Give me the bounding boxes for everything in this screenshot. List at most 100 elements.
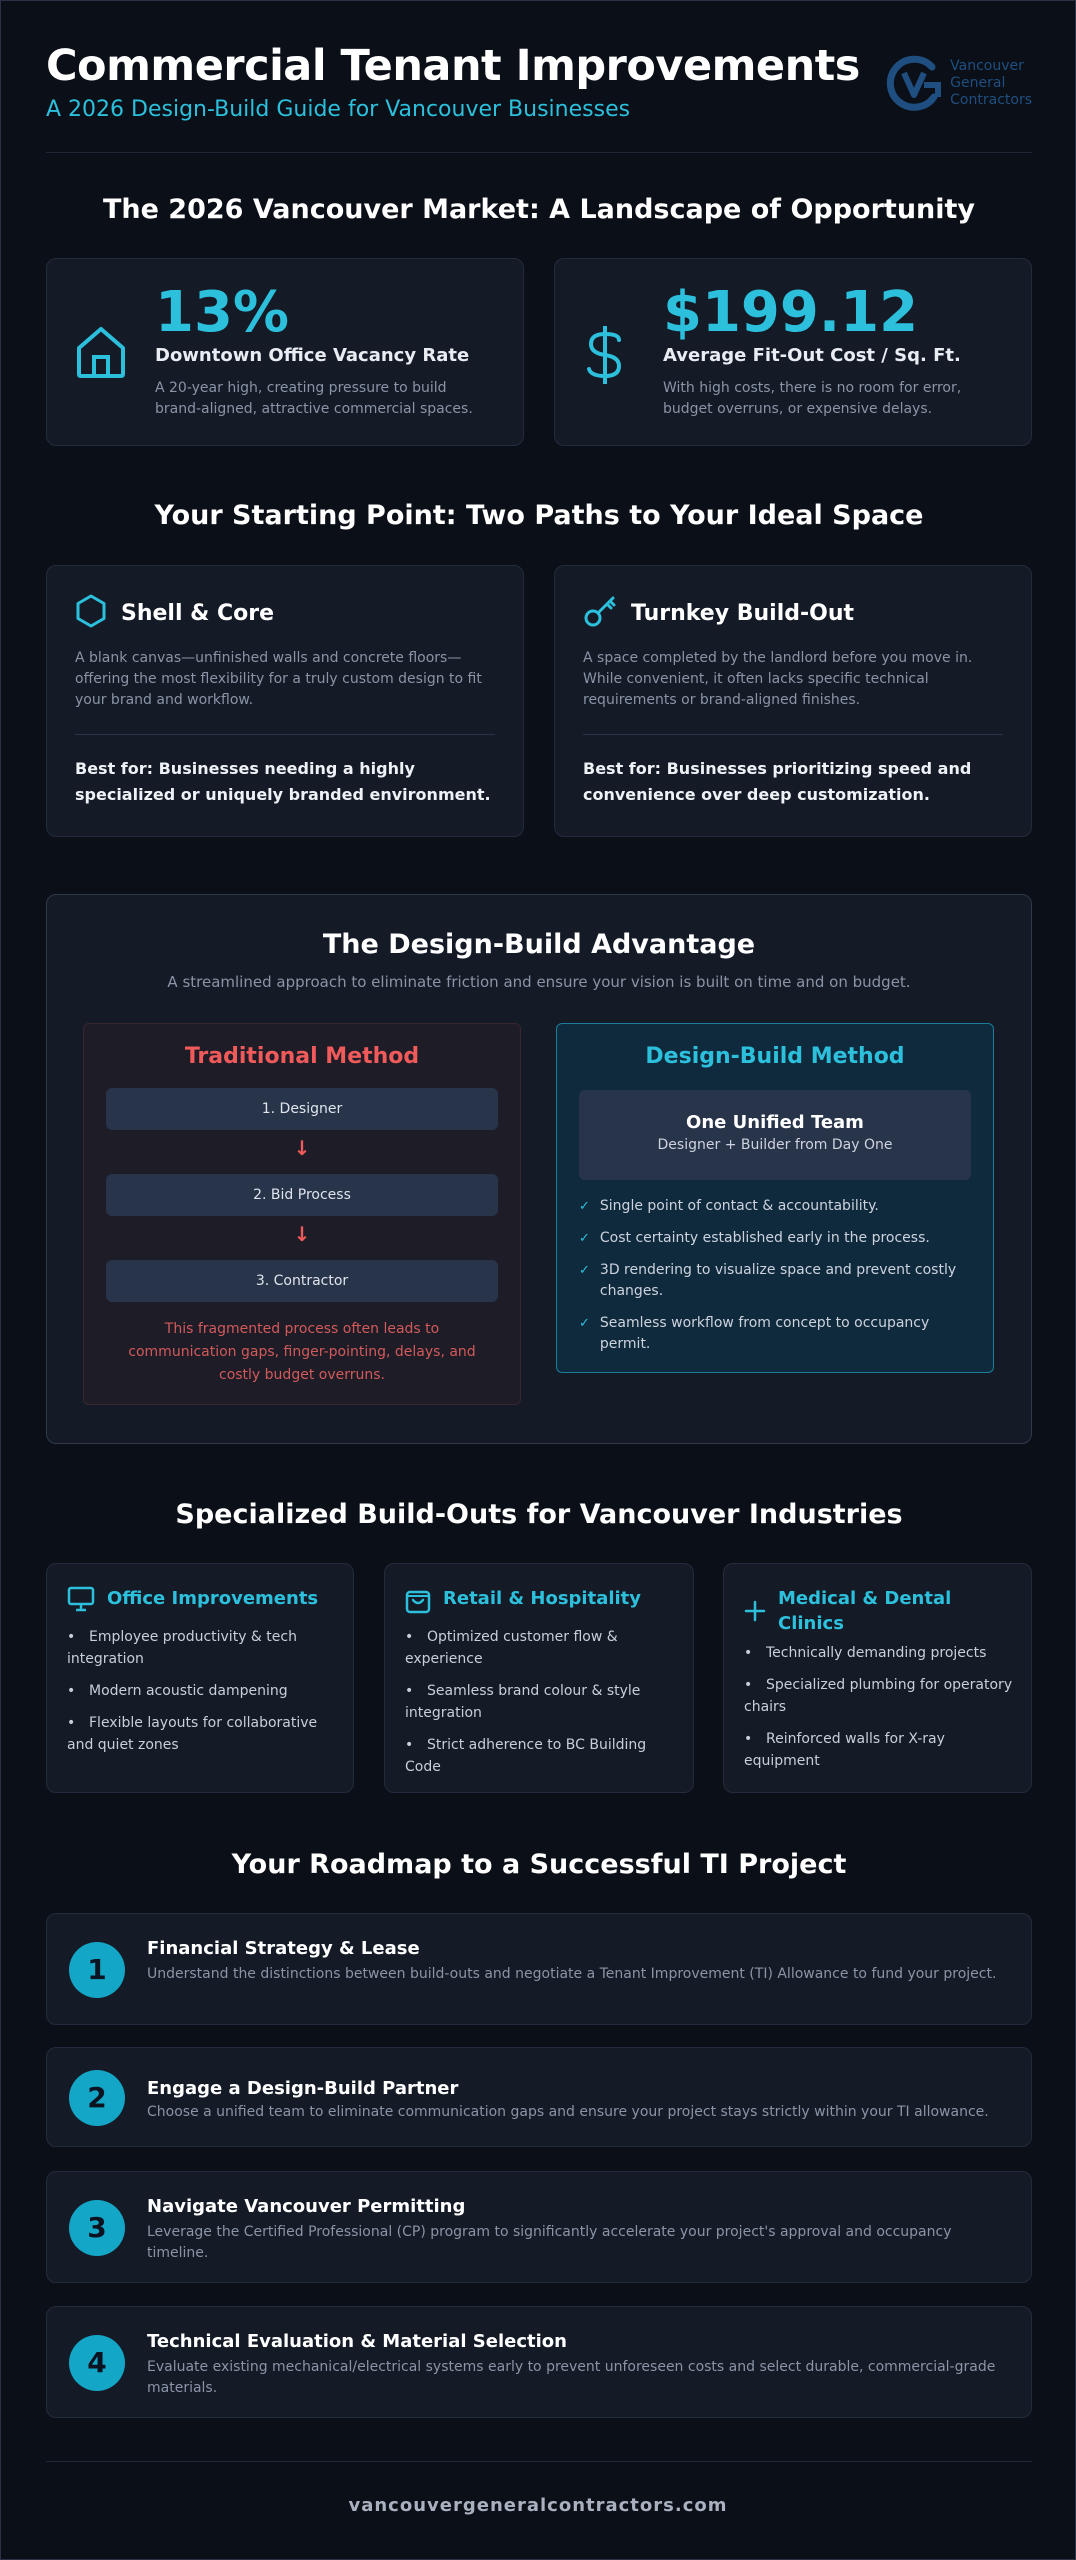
- stat-card-vacancy: 13% Downtown Office Vacancy Rate A 20-ye…: [46, 258, 524, 446]
- design-build-method-box: Design-Build Method One Unified Team Des…: [556, 1023, 994, 1373]
- list-text: Flexible layouts for collaborative and q…: [67, 1715, 318, 1753]
- logo-line-3: Contractors: [950, 91, 1032, 108]
- step-number: 3: [69, 2200, 125, 2256]
- stat-value: $199.12: [663, 280, 919, 345]
- bullet: •: [744, 1677, 753, 1693]
- roadmap-step-3: 3 Navigate Vancouver Permitting Leverage…: [46, 2171, 1032, 2283]
- logo-wordmark: Vancouver General Contractors: [950, 58, 1032, 109]
- list-item: •Employee productivity & tech integratio…: [67, 1626, 335, 1670]
- plus-icon: [744, 1600, 766, 1626]
- check-icon: ✓: [579, 1316, 590, 1331]
- logo-line-2: General: [950, 74, 1006, 91]
- market-section-title: The 2026 Vancouver Market: A Landscape o…: [102, 194, 976, 225]
- key-icon: [583, 594, 617, 632]
- industry-card-retail: Retail & Hospitality •Optimized customer…: [384, 1563, 694, 1793]
- benefit-text: 3D rendering to visualize space and prev…: [599, 1262, 957, 1299]
- footer-url[interactable]: vancouvergeneralcontractors.com: [348, 2495, 728, 2516]
- path-title: Shell & Core: [121, 600, 275, 626]
- roadmap-section-title: Your Roadmap to a Successful TI Project: [231, 1849, 847, 1880]
- list-item: •Optimized customer flow & experience: [405, 1626, 675, 1670]
- list-text: Reinforced walls for X-ray equipment: [744, 1731, 945, 1769]
- bullet: •: [744, 1645, 753, 1661]
- industry-title: Medical & Dental Clinics: [778, 1588, 952, 1634]
- list-item: •Reinforced walls for X-ray equipment: [744, 1728, 1013, 1772]
- industry-title: Retail & Hospitality: [443, 1588, 642, 1609]
- company-logo: Vancouver General Contractors: [884, 53, 1032, 113]
- step-title: Navigate Vancouver Permitting: [147, 2196, 466, 2217]
- logo-line-1: Vancouver: [950, 57, 1024, 74]
- page-title: Commercial Tenant Improvements: [46, 41, 860, 91]
- bullet: •: [405, 1629, 414, 1645]
- stat-label: Downtown Office Vacancy Rate: [155, 345, 470, 366]
- list-item: •Modern acoustic dampening: [67, 1680, 335, 1702]
- stat-description: A 20-year high, creating pressure to bui…: [155, 380, 473, 417]
- step-number: 1: [69, 1942, 125, 1998]
- step-description: Choose a unified team to eliminate commu…: [147, 2104, 989, 2120]
- list-item: ✓Cost certainty established early in the…: [579, 1228, 963, 1249]
- step-description: Leverage the Certified Professional (CP)…: [147, 2224, 952, 2261]
- hexagon-icon: [75, 594, 107, 632]
- bullet: •: [405, 1737, 414, 1753]
- industry-card-office: Office Improvements •Employee productivi…: [46, 1563, 354, 1793]
- roadmap-step-2: 2 Engage a Design-Build Partner Choose a…: [46, 2047, 1032, 2147]
- roadmap-step-4: 4 Technical Evaluation & Material Select…: [46, 2306, 1032, 2418]
- traditional-method-note: This fragmented process often leads to c…: [128, 1321, 476, 1383]
- path-card-shell-core: Shell & Core A blank canvas—unfinished w…: [46, 565, 524, 837]
- path-title: Turnkey Build-Out: [631, 600, 854, 626]
- benefit-text: Single point of contact & accountability…: [599, 1198, 879, 1214]
- monitor-icon: [67, 1586, 95, 1616]
- traditional-method-box: Traditional Method 1. Designer ↓ 2. Bid …: [83, 1023, 521, 1405]
- bullet: •: [67, 1683, 76, 1699]
- list-item: •Flexible layouts for collaborative and …: [67, 1712, 335, 1756]
- bullet: •: [744, 1731, 753, 1747]
- traditional-method-title: Traditional Method: [184, 1044, 420, 1069]
- bullet: •: [67, 1629, 76, 1645]
- divider: [75, 734, 495, 735]
- dollar-icon: [583, 324, 627, 390]
- footer-divider: [46, 2461, 1032, 2462]
- home-icon: [75, 324, 127, 384]
- divider: [583, 734, 1003, 735]
- list-item: •Strict adherence to BC Building Code: [405, 1734, 675, 1778]
- stat-description: With high costs, there is no room for er…: [663, 380, 962, 417]
- path-best-for: Best for: Businesses prioritizing speed …: [583, 759, 972, 804]
- unified-team-title: One Unified Team: [686, 1112, 864, 1133]
- page-subtitle: A 2026 Design-Build Guide for Vancouver …: [46, 97, 631, 122]
- stat-value: 13%: [155, 280, 290, 345]
- benefit-list: ✓ Single point of contact & accountabilit…: [579, 1196, 963, 1366]
- logo-mark-icon: [887, 55, 942, 111]
- list-item: ✓ Single point of contact & accountabilit…: [579, 1196, 963, 1217]
- industry-title: Office Improvements: [107, 1588, 319, 1609]
- process-step: 3. Contractor: [106, 1260, 498, 1302]
- stat-card-cost: $199.12 Average Fit-Out Cost / Sq. Ft. W…: [554, 258, 1032, 446]
- list-item: •Technically demanding projects: [744, 1642, 1013, 1664]
- step-number: 4: [69, 2335, 125, 2391]
- paths-section-title: Your Starting Point: Two Paths to Your I…: [154, 500, 924, 531]
- benefit-text: Seamless workflow from concept to occupa…: [599, 1315, 930, 1352]
- path-description: A space completed by the landlord before…: [583, 650, 973, 708]
- list-item: •Specialized plumbing for operatory chai…: [744, 1674, 1013, 1718]
- step-description: Evaluate existing mechanical/electrical …: [147, 2359, 996, 2396]
- process-step: 2. Bid Process: [106, 1174, 498, 1216]
- design-build-panel: The Design-Build Advantage A streamlined…: [46, 894, 1032, 1444]
- list-text: Specialized plumbing for operatory chair…: [744, 1677, 1013, 1715]
- path-best-for: Best for: Businesses needing a highly sp…: [75, 759, 491, 804]
- list-text: Strict adherence to BC Building Code: [405, 1737, 647, 1775]
- bullet: •: [405, 1683, 414, 1699]
- bullet: •: [67, 1715, 76, 1731]
- step-description: Understand the distinctions between buil…: [147, 1966, 997, 1982]
- check-icon: ✓: [579, 1263, 590, 1278]
- industry-list: •Technically demanding projects •Special…: [744, 1642, 1013, 1782]
- down-arrow-icon: ↓: [293, 1136, 311, 1160]
- check-icon: ✓: [579, 1199, 590, 1214]
- list-text: Optimized customer flow & experience: [405, 1629, 618, 1667]
- industries-section-title: Specialized Build-Outs for Vancouver Ind…: [175, 1499, 903, 1530]
- roadmap-step-1: 1 Financial Strategy & Lease Understand …: [46, 1913, 1032, 2025]
- path-card-turnkey: Turnkey Build-Out A space completed by t…: [554, 565, 1032, 837]
- shopping-bag-icon: [405, 1586, 431, 1618]
- step-title: Engage a Design-Build Partner: [147, 2078, 459, 2099]
- design-build-method-title: Design-Build Method: [645, 1044, 905, 1069]
- list-item: ✓ Seamless workflow from concept to occup…: [579, 1313, 963, 1355]
- step-title: Financial Strategy & Lease: [147, 1938, 420, 1959]
